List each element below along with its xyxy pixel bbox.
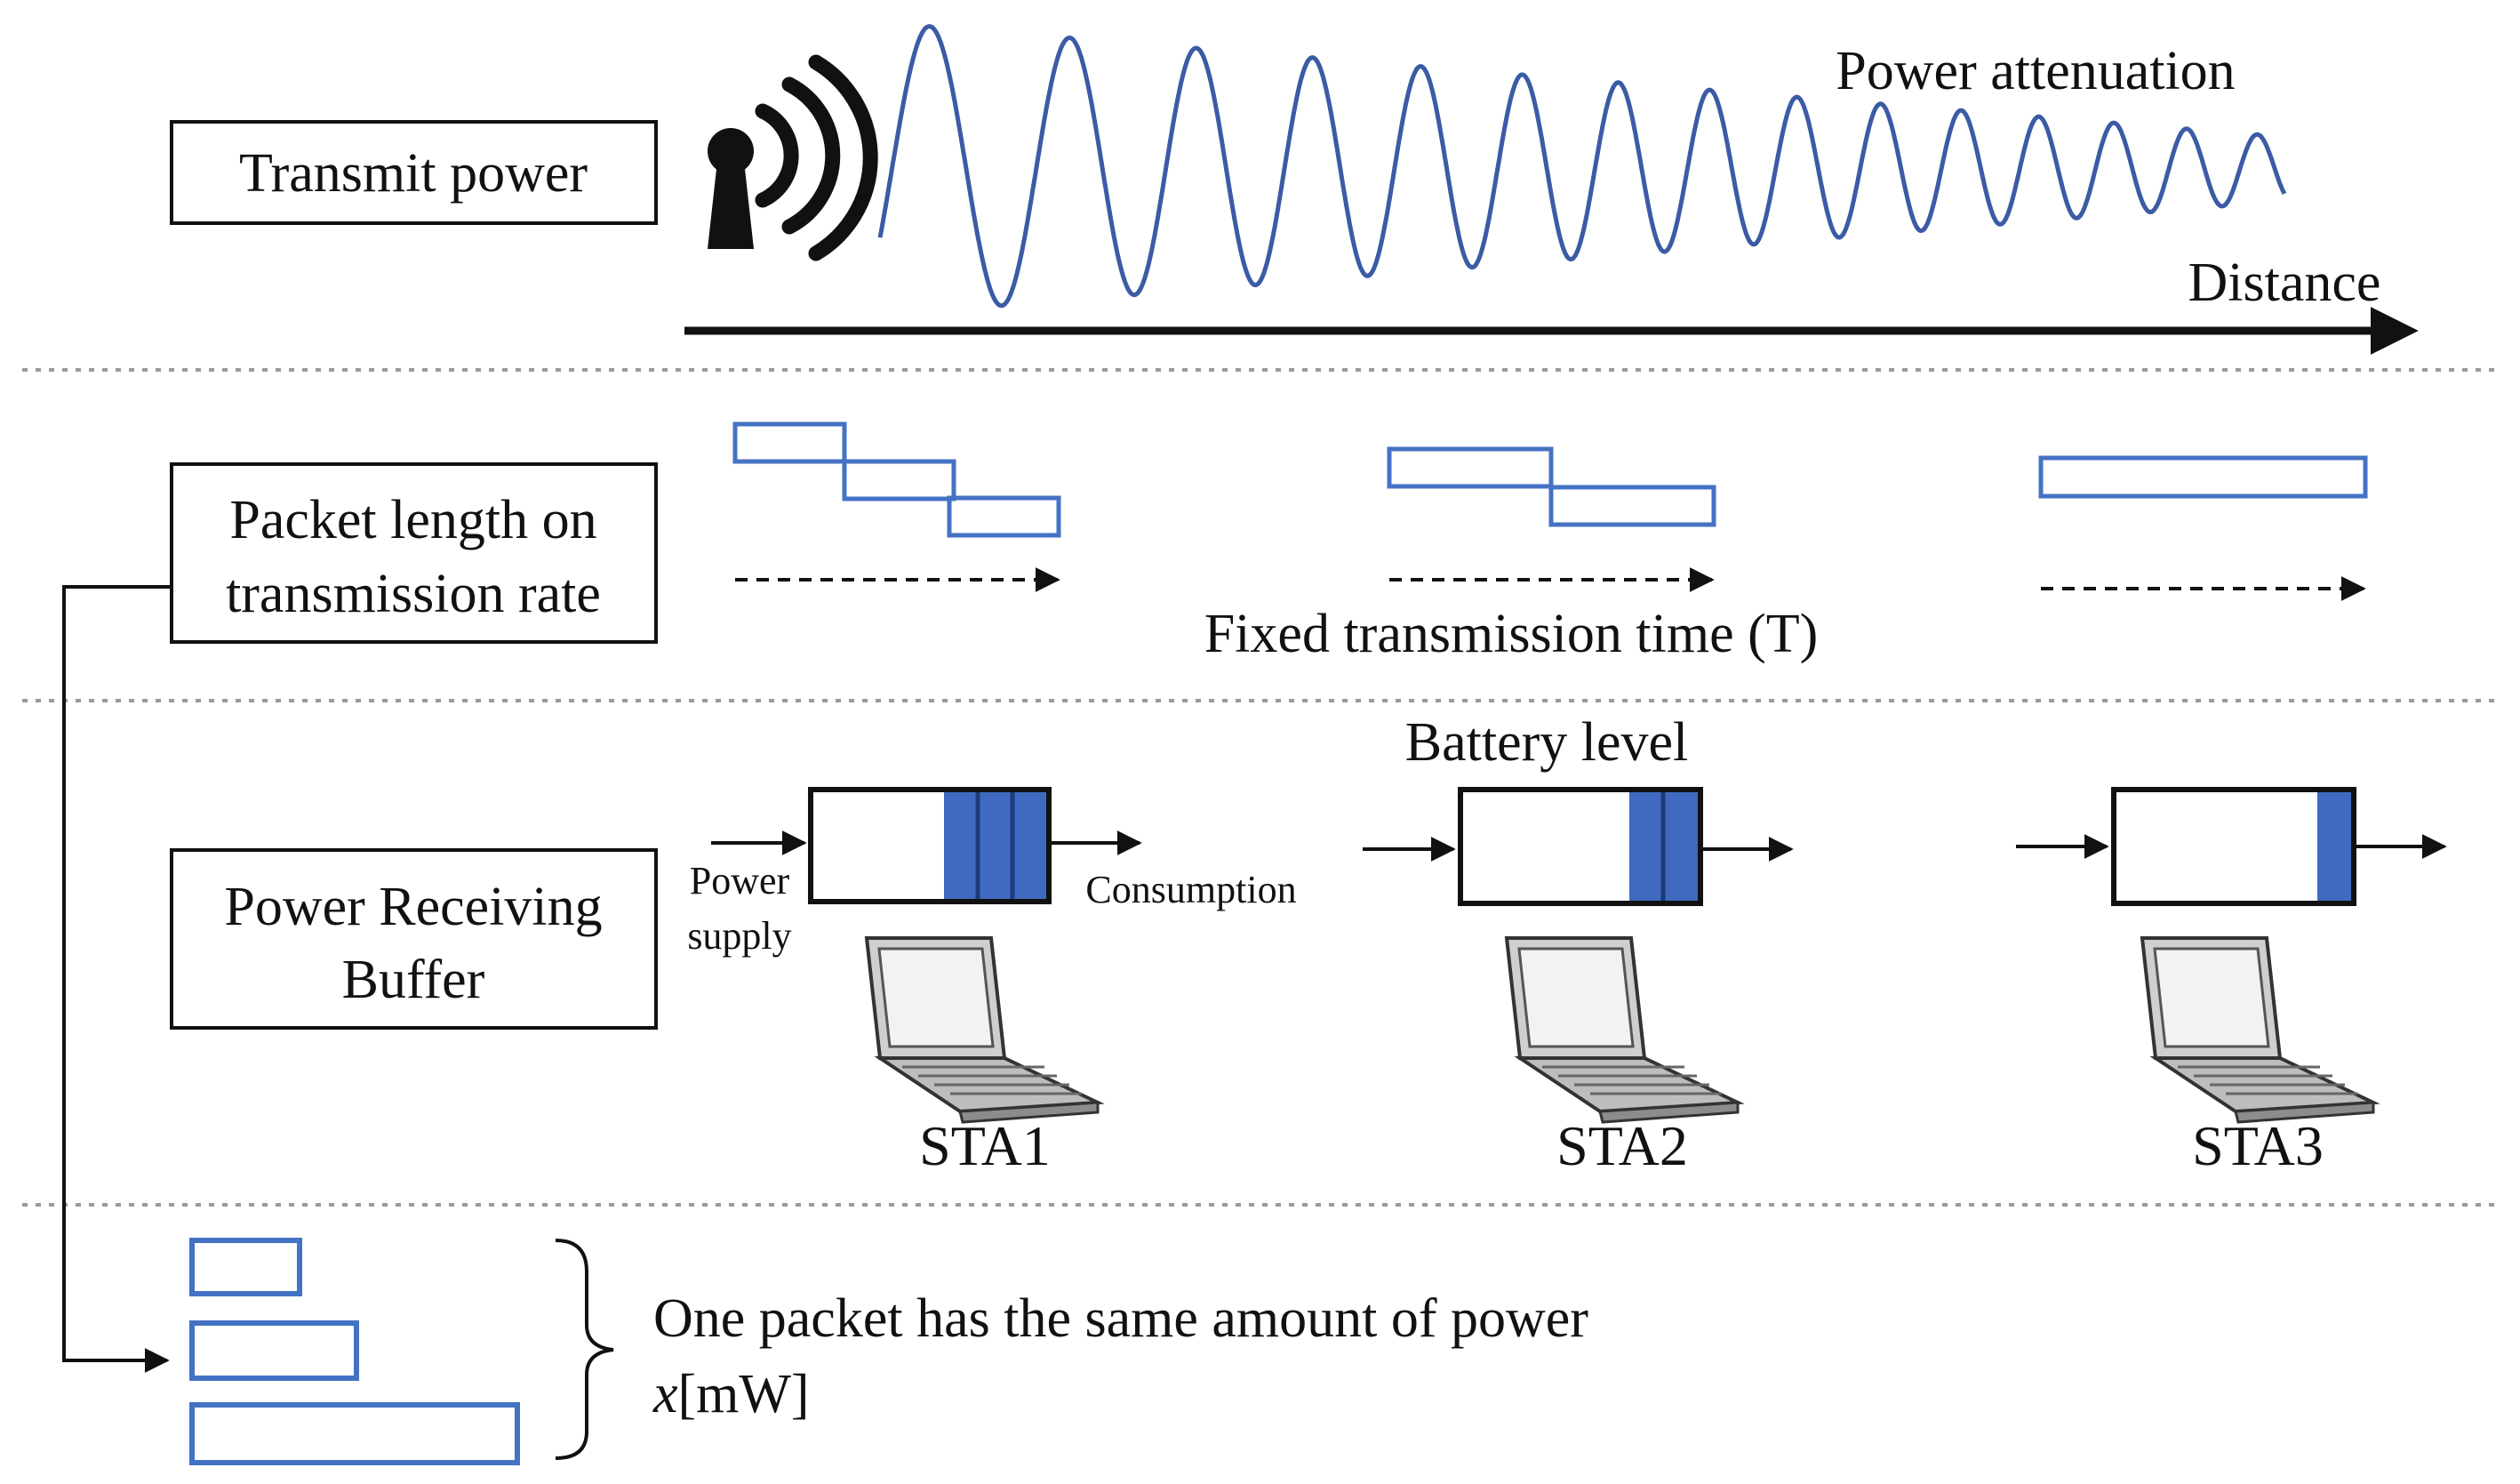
fixed-transmission-time-label: Fixed transmission time (T) <box>1204 604 1819 664</box>
packet-group-3 <box>2038 455 2368 601</box>
battery-fill <box>944 792 1046 899</box>
station-2: STA2 <box>1363 787 1794 1177</box>
packet-equal-power-small <box>189 1238 302 1296</box>
packet-segment <box>732 421 847 464</box>
packet-row: Packet length on transmission rate Fixed… <box>170 421 2368 664</box>
consumption-label: Consumption <box>1085 868 1296 911</box>
laptop-icon <box>2140 936 2380 1124</box>
transmit-row: Transmit power Power attenuation Distanc… <box>170 24 2419 355</box>
packet-segment <box>2038 455 2368 499</box>
power-attenuation-label: Power attenuation <box>1836 41 2235 101</box>
packet-length-label-line2: transmission rate <box>226 564 601 624</box>
station-label: STA1 <box>919 1114 1051 1177</box>
connector-line <box>62 585 172 1373</box>
brace <box>555 1239 614 1460</box>
power-unit: [mW] <box>678 1364 810 1424</box>
packet-length-label-line1: Packet length on <box>229 490 596 550</box>
station-label: STA3 <box>2192 1114 2324 1177</box>
footer-row: One packet has the same amount of power … <box>62 585 1588 1465</box>
power-receiving-buffer-box <box>170 848 658 1030</box>
buffer-row: Power Receiving Buffer Battery level Pow… <box>170 712 2447 1177</box>
laptop-icon <box>1504 936 1745 1124</box>
power-variable: x <box>652 1364 678 1424</box>
power-unit-label: x[mW] <box>652 1364 810 1424</box>
transmit-power-label: Transmit power <box>239 143 588 204</box>
station-3: STA3 <box>2016 787 2447 1177</box>
packet-equal-power-medium <box>189 1320 359 1381</box>
packet-segment <box>1387 446 1554 489</box>
wifi-antenna-icon <box>708 54 878 261</box>
packet-segment <box>842 459 956 501</box>
packet-segment <box>947 495 1061 538</box>
packet-group-1 <box>732 421 1061 592</box>
same-power-statement: One packet has the same amount of power <box>653 1288 1588 1349</box>
laptop-icon <box>864 936 1105 1124</box>
packet-length-box <box>170 462 658 644</box>
battery-fill <box>2317 792 2351 901</box>
power-supply-label-line1: Power <box>690 859 790 902</box>
station-label: STA2 <box>1556 1114 1688 1177</box>
battery-level-label: Battery level <box>1405 712 1688 773</box>
distance-axis-label: Distance <box>2188 253 2381 313</box>
buffer-label-line2: Buffer <box>342 950 485 1010</box>
power-attenuation-wave <box>877 24 2287 309</box>
transmit-power-box <box>170 120 658 225</box>
packet-segment <box>1548 485 1716 527</box>
buffer-label-line1: Power Receiving <box>224 877 602 937</box>
station-1: Power supply Consumption STA1 <box>687 787 1297 1177</box>
power-supply-label-line2: supply <box>687 914 791 958</box>
packet-equal-power-large <box>189 1402 520 1465</box>
packet-group-2 <box>1387 446 1716 592</box>
